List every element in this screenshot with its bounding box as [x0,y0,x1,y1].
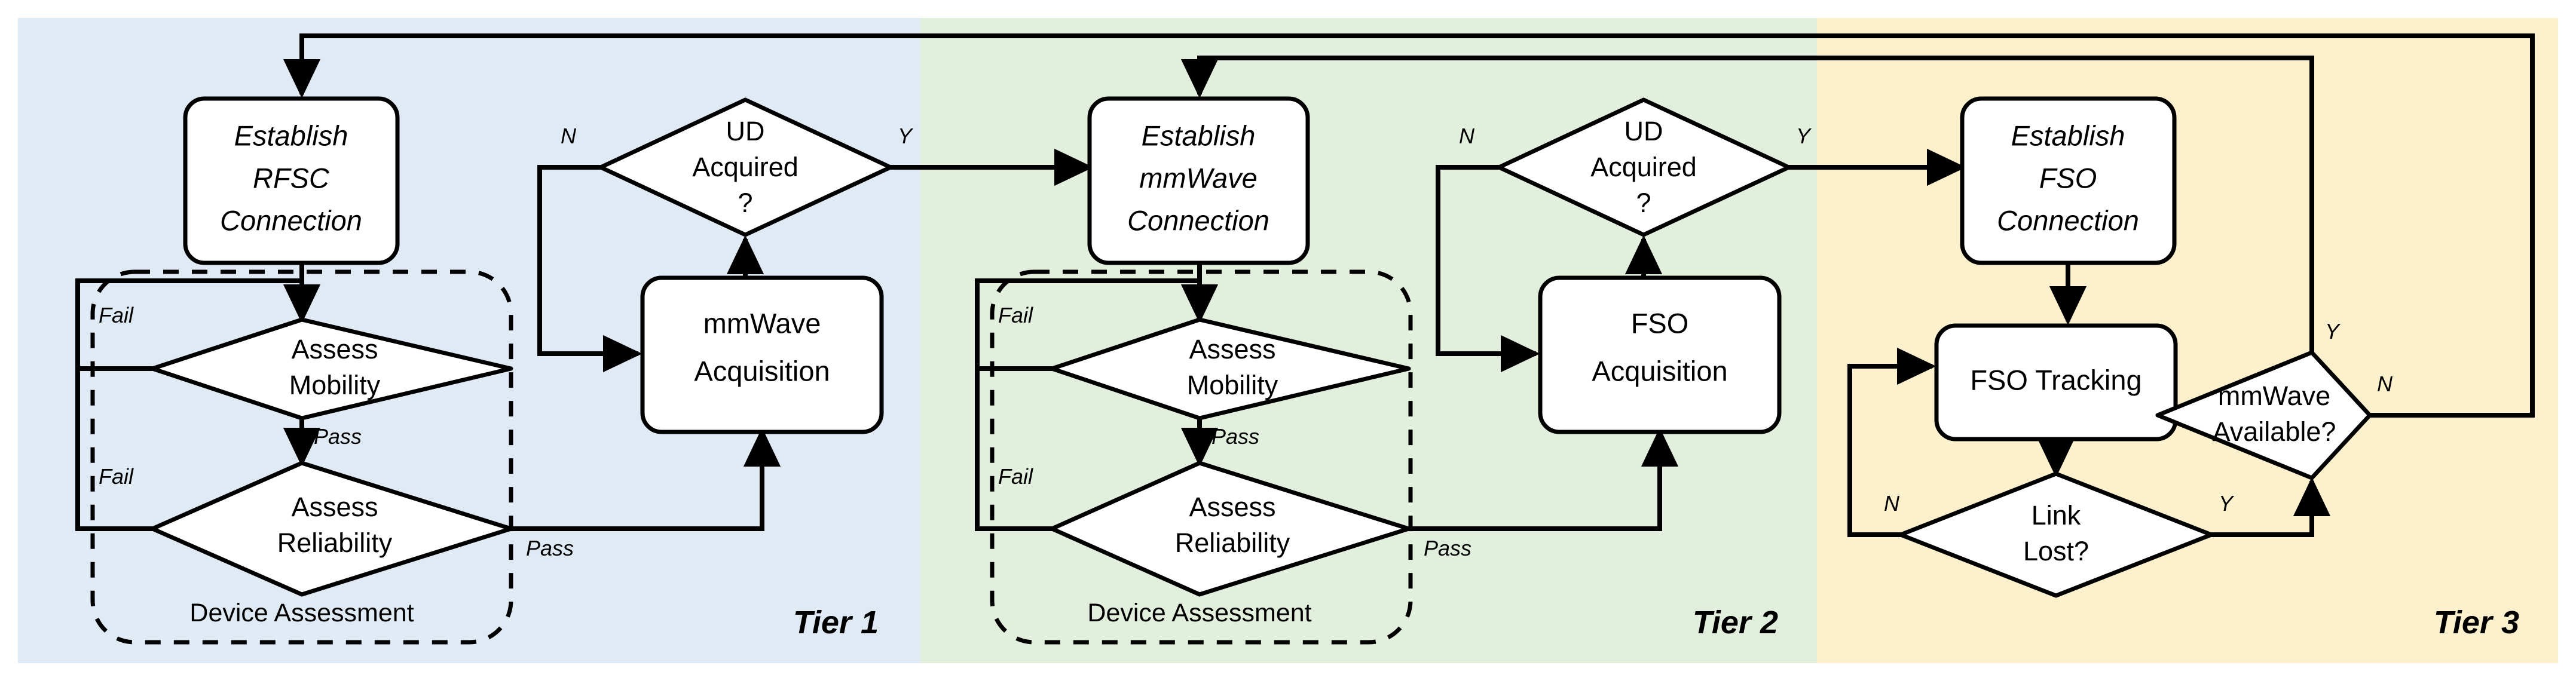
node-assess-mobility-tier2-line-2: Mobility [1187,370,1278,400]
tier3-background [1817,18,2558,663]
node-ud-acquired-tier2-line-2: Acquired [1590,152,1697,182]
tier-label-1: Tier 1 [793,605,879,640]
edge-label-no-ud-tier2: N [1459,124,1475,148]
node-mmwave-available[interactable]: mmWave Available? [2155,350,2372,480]
node-establish-rfsc-line-3: Connection [220,204,362,236]
node-assess-reliability-tier1-line-1: Assess [291,492,378,522]
edge-label-fail-reliability-tier1: Fail [99,464,134,489]
node-assess-mobility-tier2-line-1: Assess [1189,334,1275,364]
node-assess-mobility-tier2[interactable]: Assess Mobility [1050,317,1411,421]
edge-ud-no-tier1 [537,165,643,373]
node-assess-reliability-tier1-line-2: Reliability [277,528,393,558]
edge-label-yes-link-lost: Y [2219,491,2235,516]
node-mmwave-acquisition-line-1: mmWave [703,307,821,339]
edge-label-yes-ud-tier2: Y [1796,124,1812,148]
node-establish-fso-line-2: FSO [2039,162,2097,194]
edge-mmwave-unavailable-to-rfsc [283,33,2535,418]
node-ud-acquired-tier1[interactable]: UD Acquired ? [598,97,893,237]
edge-mmwave-available-to-mmwave [1180,56,2314,352]
node-establish-mmwave-connection[interactable]: Establish mmWave Connection [1087,96,1310,265]
node-establish-mmwave-line-2: mmWave [1139,162,1258,194]
node-assess-reliability-tier2-line-2: Reliability [1175,528,1290,558]
node-mmwave-available-line-2: Available? [2213,416,2336,447]
node-establish-fso-line-3: Connection [1997,204,2139,236]
node-assess-reliability-tier1[interactable]: Assess Reliability [150,461,513,597]
node-mmwave-available-line-1: mmWave [2218,381,2330,411]
device-assessment-group-tier1 [90,269,513,645]
group-label-device-assessment-tier1: Device Assessment [189,599,414,627]
edge-label-no-mmwave-available: N [2377,372,2393,396]
node-ud-acquired-tier1-line-3: ? [738,188,752,218]
node-fso-tracking[interactable]: FSO Tracking [1934,323,2178,441]
tier-label-2: Tier 2 [1693,605,1778,640]
edge-reliability-pass-tier2 [1409,427,1679,531]
edge-label-yes-mmwave-available: Y [2325,319,2341,344]
node-establish-mmwave-line-1: Establish [1142,119,1256,151]
edge-link-lost-yes [2211,477,2331,537]
edge-label-no-link-lost: N [1884,491,1900,516]
node-link-lost-line-1: Link [2032,500,2081,531]
edge-ud-no-tier2 [1436,165,1540,373]
edge-label-yes-ud-tier1: Y [898,124,914,148]
node-fso-acquisition[interactable]: FSO Acquisition [1538,275,1782,434]
node-establish-rfsc-connection[interactable]: Establish RFSC Connection [183,96,400,265]
node-assess-mobility-tier1[interactable]: Assess Mobility [150,317,513,421]
edge-link-lost-no [1847,347,1936,537]
node-ud-acquired-tier1-line-1: UD [726,116,765,146]
node-assess-mobility-tier1-line-2: Mobility [289,370,381,400]
node-link-lost-line-2: Lost? [2023,536,2089,566]
node-fso-tracking-line-1: FSO Tracking [1970,364,2141,395]
edge-label-pass-mobility-tier1: Pass [314,424,362,449]
node-fso-acquisition-line-1: FSO [1631,307,1689,339]
tier-label-3: Tier 3 [2434,605,2519,640]
node-ud-acquired-tier2-line-1: UD [1624,116,1663,146]
node-assess-reliability-tier2[interactable]: Assess Reliability [1050,461,1411,597]
node-ud-acquired-tier2-line-3: ? [1636,188,1651,218]
node-ud-acquired-tier2[interactable]: UD Acquired ? [1497,97,1791,237]
node-establish-rfsc-line-2: RFSC [253,162,330,194]
node-fso-acquisition-line-2: Acquisition [1592,355,1727,387]
node-ud-acquired-tier1-line-2: Acquired [692,152,799,182]
edge-reliability-pass-tier1 [511,427,781,531]
node-link-lost[interactable]: Link Lost? [1898,471,2214,598]
node-mmwave-acquisition-line-2: Acquisition [694,355,830,387]
edge-label-pass-mobility-tier2: Pass [1211,424,1259,449]
node-establish-mmwave-line-3: Connection [1127,204,1269,236]
device-assessment-group-tier2 [990,269,1413,645]
node-assess-mobility-tier1-line-1: Assess [291,334,378,364]
node-establish-fso-line-1: Establish [2011,119,2125,151]
edge-label-no-ud-tier1: N [561,124,577,148]
node-establish-fso-connection[interactable]: Establish FSO Connection [1960,96,2177,265]
edge-label-pass-reliability-tier2: Pass [1424,536,1471,560]
edge-label-fail-mobility-tier2: Fail [998,303,1033,327]
node-assess-reliability-tier2-line-1: Assess [1189,492,1275,522]
edge-label-pass-reliability-tier1: Pass [526,536,574,560]
edge-label-fail-mobility-tier1: Fail [99,303,134,327]
group-label-device-assessment-tier2: Device Assessment [1087,599,1311,627]
node-establish-rfsc-line-1: Establish [234,119,348,151]
edge-label-fail-reliability-tier2: Fail [998,464,1033,489]
node-mmwave-acquisition[interactable]: mmWave Acquisition [640,275,884,434]
